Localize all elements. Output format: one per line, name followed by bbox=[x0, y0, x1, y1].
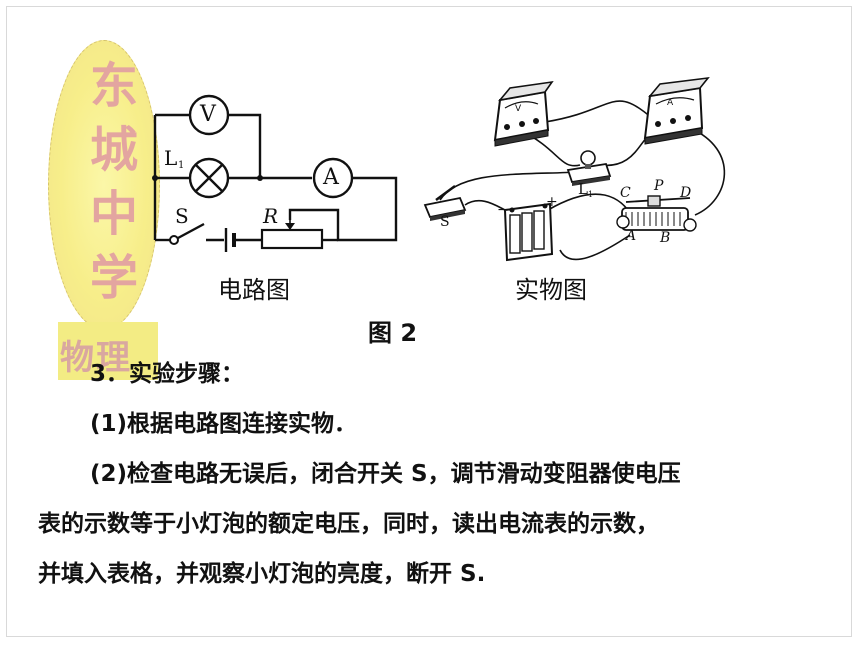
switch-pivot bbox=[169, 235, 179, 245]
voltmeter-label: V bbox=[200, 102, 216, 127]
watermark-subject-bg bbox=[58, 322, 158, 380]
rheostat-terminal-b: B bbox=[660, 230, 671, 246]
wire-voltmeter-ammeter bbox=[544, 100, 661, 126]
watermark-subject: 物理 bbox=[60, 338, 132, 378]
wire-switch-lamp bbox=[439, 171, 581, 201]
rheostat-terminal-d: D bbox=[680, 185, 692, 201]
step-2-line-1: (2)检查电路无误后，闭合开关 S，调节滑动变阻器使电压 bbox=[90, 461, 681, 487]
voltmeter-symbol bbox=[188, 94, 230, 136]
ammeter-device bbox=[643, 76, 710, 145]
ammeter-label: A bbox=[323, 165, 339, 190]
wire-switch-battery bbox=[464, 200, 506, 211]
battery-plus-label: + bbox=[546, 194, 558, 210]
wire-voltmeter-branch bbox=[155, 113, 262, 178]
circuit-caption: 电路图 bbox=[218, 276, 290, 304]
junction-right bbox=[257, 175, 263, 181]
lamp-label: L bbox=[164, 146, 178, 170]
watermark-char-1: 东 bbox=[89, 58, 138, 114]
step-2-line-3: 并填入表格，并观察小灯泡的亮度，断开 S. bbox=[38, 561, 486, 587]
slide-frame bbox=[6, 6, 852, 637]
physical-lamp-subscript: 1 bbox=[588, 190, 594, 199]
lamp-cross bbox=[195, 164, 223, 192]
wire-ammeter-rheostat bbox=[689, 127, 726, 216]
watermark-char-2: 城 bbox=[89, 122, 138, 178]
rheostat-label: R bbox=[263, 204, 279, 228]
watermark-char-4: 学 bbox=[89, 250, 138, 306]
junction-left bbox=[152, 175, 158, 181]
lamp-subscript: 1 bbox=[178, 160, 185, 171]
step-2-line-2: 表的示数等于小灯泡的额定电压，同时，读出电流表的示数， bbox=[38, 511, 659, 537]
rheostat-slider-arrow bbox=[285, 223, 295, 230]
ammeter-face-label: A bbox=[667, 98, 674, 108]
steps-heading: 3．实验步骤： bbox=[90, 361, 245, 387]
step-1: (1)根据电路图连接实物． bbox=[90, 411, 358, 437]
rheostat-terminal-c: C bbox=[620, 185, 631, 201]
rheostat-device bbox=[616, 195, 697, 232]
battery-device bbox=[503, 202, 554, 262]
voltmeter-face-label: V bbox=[515, 104, 522, 114]
voltmeter-device bbox=[493, 80, 554, 147]
wire-battery-rheostat bbox=[547, 193, 629, 211]
physical-switch-label: S bbox=[440, 214, 450, 230]
wire-rheostat-bottom bbox=[559, 234, 631, 261]
lamp-device bbox=[566, 150, 612, 186]
watermark-char-3: 中 bbox=[89, 186, 138, 242]
figure-label: 图 2 bbox=[368, 319, 418, 347]
battery-minus-label: − bbox=[497, 202, 509, 218]
switch-device bbox=[423, 184, 467, 221]
physical-caption: 实物图 bbox=[515, 276, 587, 304]
rheostat-terminal-p: P bbox=[654, 178, 664, 194]
switch-label: S bbox=[175, 204, 189, 228]
rheostat-terminal-a: A bbox=[626, 228, 637, 244]
physical-lamp-label: L bbox=[578, 180, 588, 198]
switch-blade bbox=[177, 222, 205, 240]
